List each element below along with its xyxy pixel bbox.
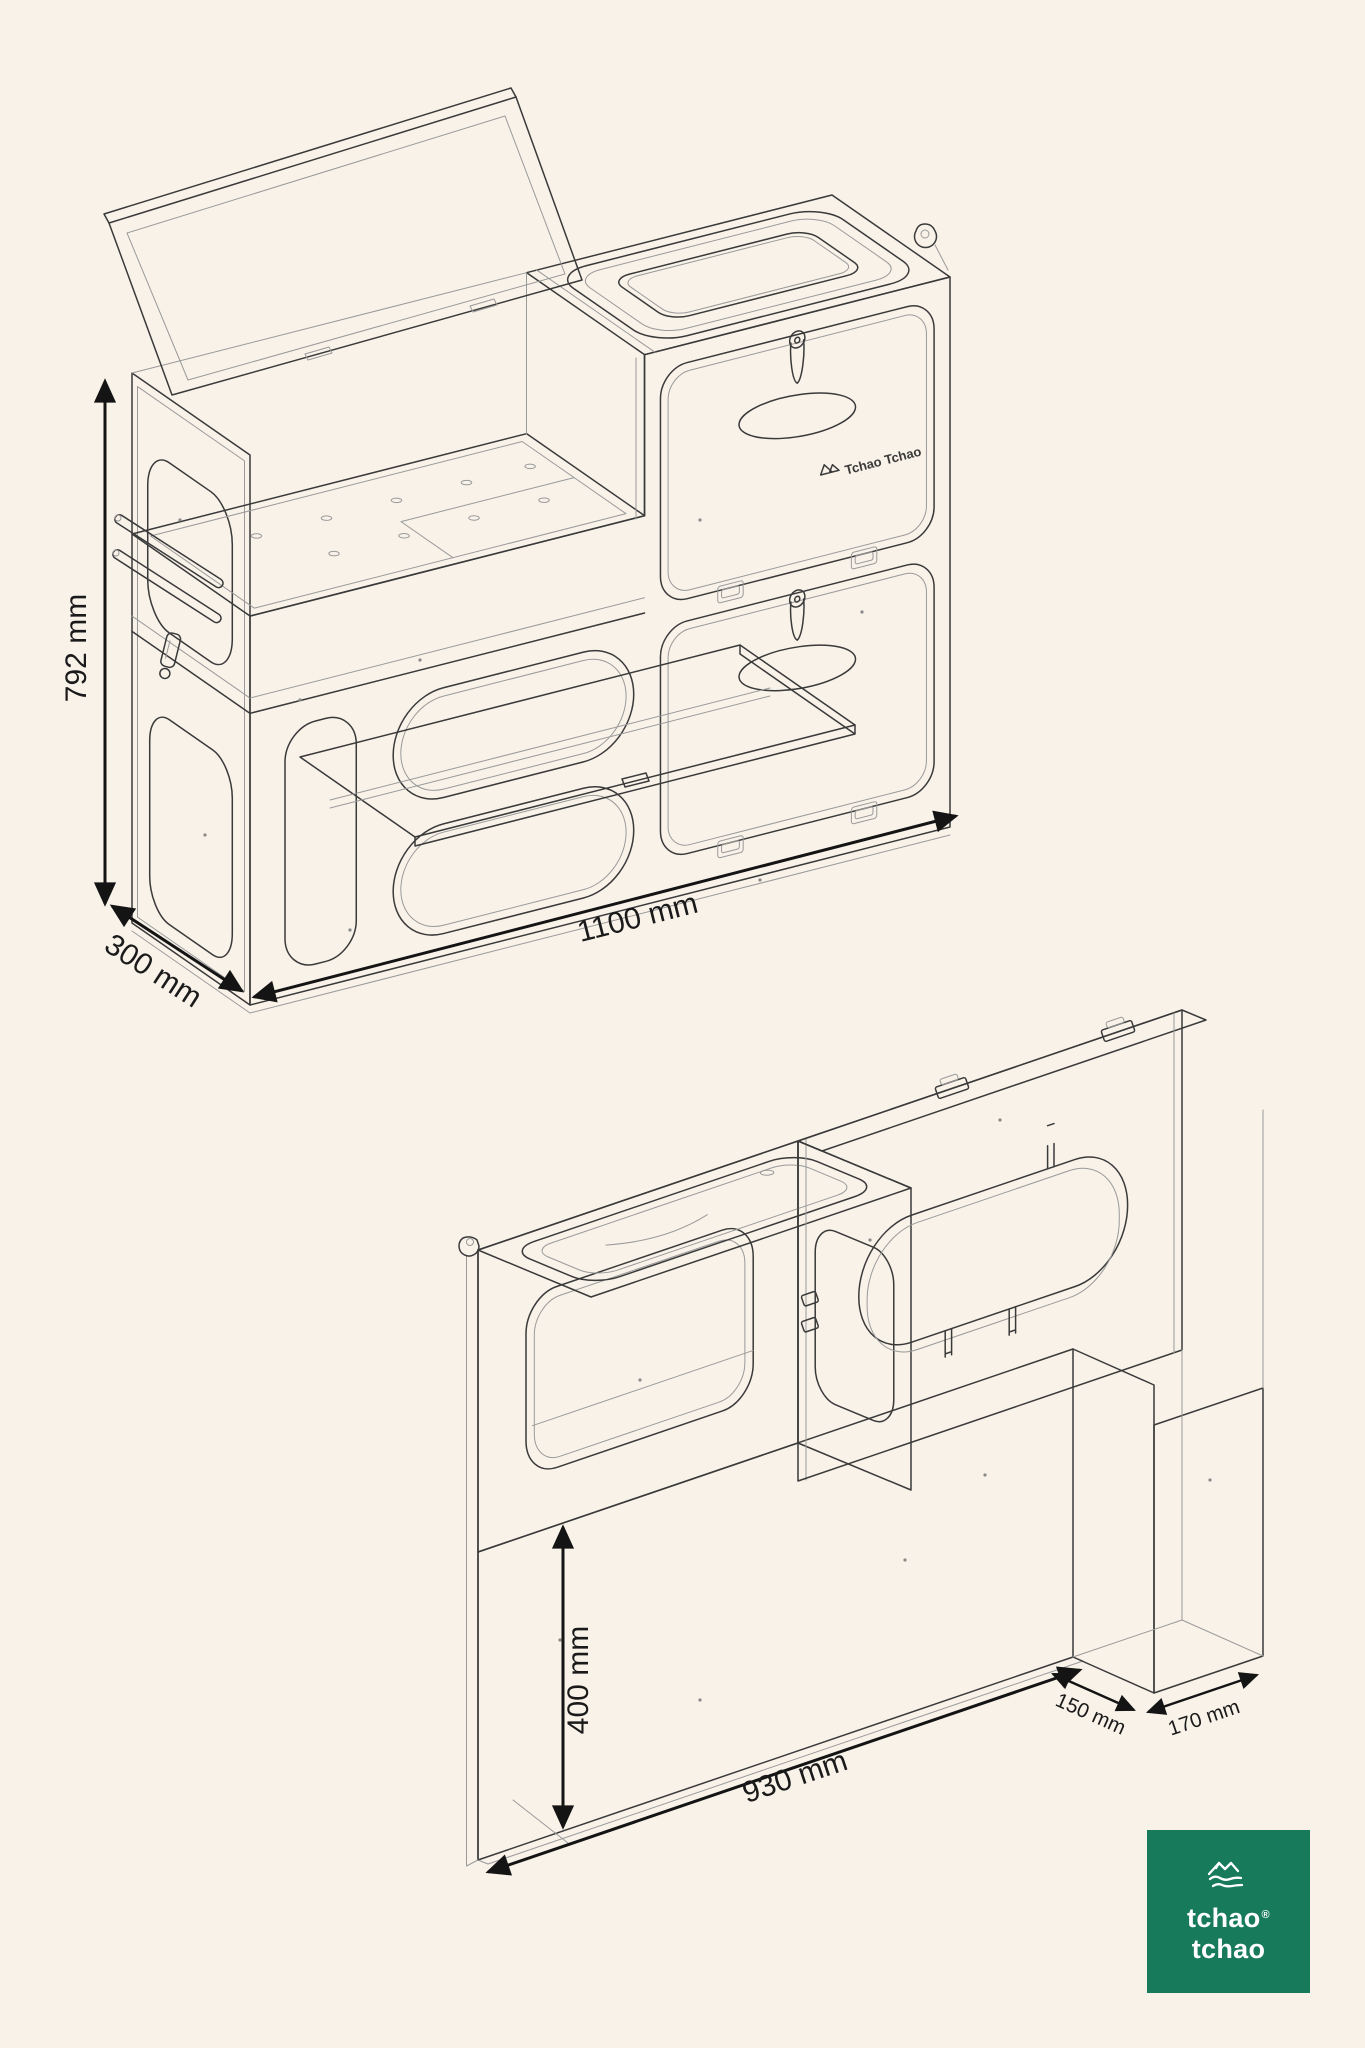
- dim-inner-foot-label: 150 mm: [1052, 1688, 1129, 1739]
- dim-inner-foot: 150 mm: [1051, 1672, 1136, 1740]
- dim-lower-height-label: 400 mm: [562, 1626, 595, 1734]
- dim-outer-foot: 170 mm: [1145, 1672, 1260, 1740]
- lid-latch: [934, 1073, 970, 1100]
- rear-iso-drawing: [458, 1009, 1264, 1867]
- dim-width: 1100 mm: [251, 810, 959, 1003]
- brand-logo: tchao® tchao: [1147, 1830, 1310, 1993]
- dim-lower-height: 400 mm: [512, 1524, 595, 1844]
- dim-width-label: 1100 mm: [574, 887, 701, 949]
- door-brand-label: Tchao Tchao: [819, 444, 923, 478]
- lid-latch: [1100, 1016, 1136, 1043]
- open-lid: [103, 87, 583, 396]
- front-view-dimensions: 792 mm 300 mm 1100 mm: [60, 378, 959, 1014]
- dim-lower-width-label: 930 mm: [738, 1744, 851, 1810]
- registered-mark: ®: [1261, 1909, 1270, 1922]
- door-brand-text: Tchao Tchao: [843, 444, 923, 478]
- rear-view-dimensions: 400 mm 930 mm 150 mm 170 mm: [485, 1524, 1260, 1876]
- towel-rack: [112, 513, 224, 624]
- side-latch: [159, 632, 182, 680]
- hanging-hook: [913, 223, 949, 271]
- mountains-waves-icon: [1206, 1859, 1252, 1896]
- logo-wordmark-line2: tchao: [1191, 1933, 1266, 1964]
- dim-height: 792 mm: [60, 378, 117, 907]
- rear-hook: [458, 1236, 480, 1257]
- dim-height-label: 792 mm: [60, 594, 93, 702]
- logo-wordmark-line1: tchao®: [1187, 1903, 1270, 1934]
- dim-depth: 300 mm: [99, 904, 245, 1014]
- pullout-table: [299, 644, 856, 847]
- front-iso-drawing: Tchao Tchao: [103, 87, 950, 1014]
